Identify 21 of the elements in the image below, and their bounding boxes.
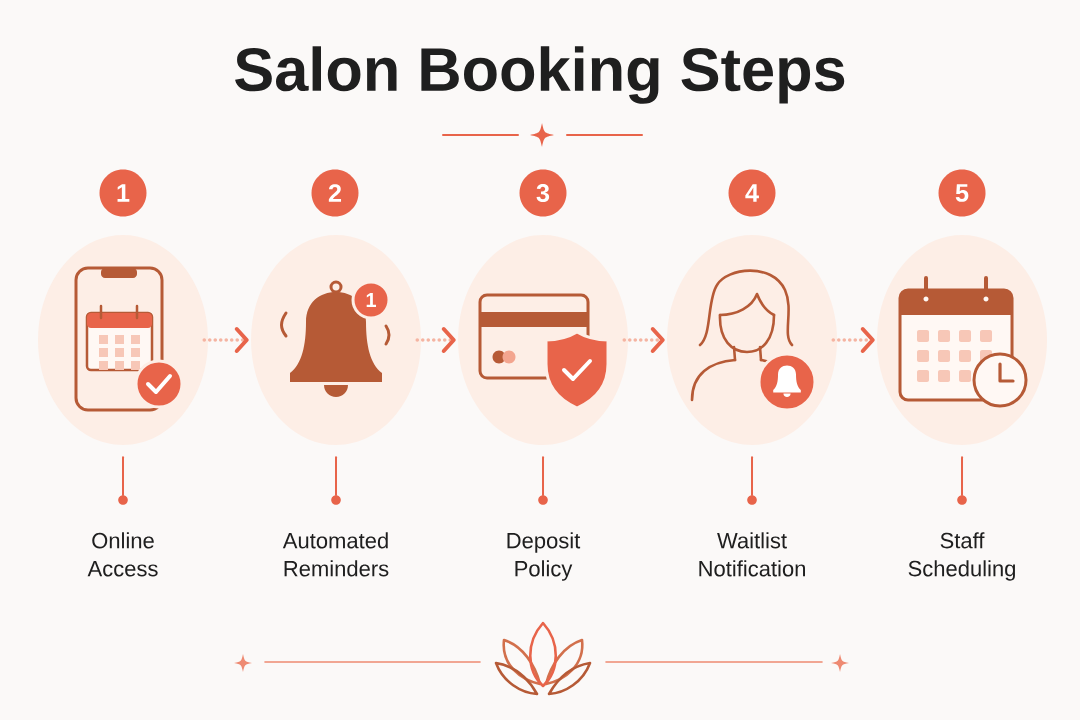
step-label: Online Access xyxy=(87,532,158,577)
step-label: Deposit Policy xyxy=(507,532,581,581)
leader-line xyxy=(961,456,963,496)
step-label: Automated Reminders xyxy=(282,532,389,577)
step-number-badge: 4 xyxy=(728,169,776,217)
step-circle xyxy=(667,235,837,445)
leader-line xyxy=(122,456,124,496)
step-number-badge: 1 xyxy=(99,169,147,217)
step-number-badge: 2 xyxy=(311,169,359,217)
arrow xyxy=(831,327,875,353)
step-number-badge: 5 xyxy=(938,169,986,217)
step-label: Waitlist Notification xyxy=(699,532,805,577)
leader-line xyxy=(542,456,544,496)
title: Salon Booking Steps xyxy=(235,46,845,104)
leader-line xyxy=(751,456,753,496)
arrow xyxy=(202,327,249,353)
step-label: Staff Scheduling xyxy=(908,532,1015,581)
arrow xyxy=(622,327,665,353)
leader-line xyxy=(335,456,337,496)
arrow xyxy=(415,327,456,353)
step-number-badge: 3 xyxy=(519,169,567,217)
